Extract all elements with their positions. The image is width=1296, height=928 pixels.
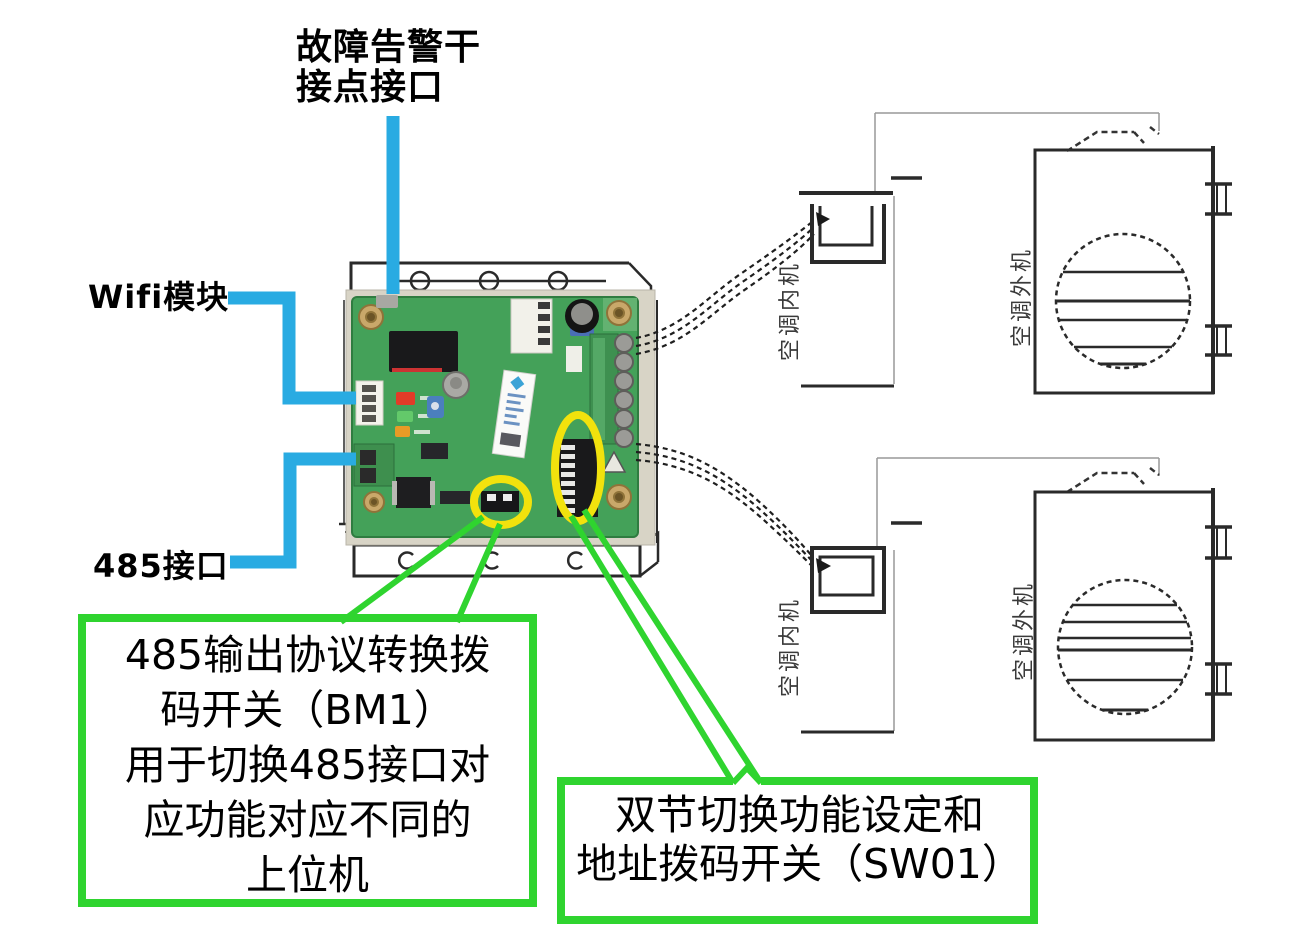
wifi-connector <box>355 380 384 426</box>
bm1-text-line: 码开关（BM1） <box>160 686 455 734</box>
pcb-board <box>345 289 656 546</box>
rs485-leader <box>230 452 356 569</box>
screw-hole-icon <box>567 551 583 570</box>
cable-lower <box>635 442 815 569</box>
silkscreen-mark <box>392 368 442 372</box>
fault-alarm-label-line2: 接点接口 <box>296 67 445 108</box>
led-orange-icon <box>395 426 410 437</box>
label-sticker <box>491 369 537 459</box>
heatsink-component <box>510 298 553 354</box>
rs485-port-label: 485接口 <box>93 547 229 585</box>
outdoor-unit-upper-label: 空调外机 <box>1010 246 1035 347</box>
triangle-mark-icon <box>601 450 627 473</box>
dip-ic-component <box>396 477 431 508</box>
outdoor-unit-upper <box>1033 146 1232 395</box>
sw01-leader-left <box>568 514 736 785</box>
fault-alarm-label-line1: 故障告警干 <box>296 27 482 68</box>
cable-upper <box>635 221 815 356</box>
sw01-text-line: 地址拨码开关（SW01） <box>576 840 1023 888</box>
fault-alarm-label: 故障告警干 接点接口 <box>296 28 481 108</box>
indoor-unit-upper-label: 空调内机 <box>778 260 803 361</box>
capacitor-small-top <box>450 377 462 389</box>
pcb-mount-holes <box>358 300 632 513</box>
sw01-text-line: 双节切换功能设定和 <box>615 791 984 839</box>
relay-component <box>389 331 458 372</box>
pipe-connector-icon <box>1205 525 1232 560</box>
sw01-highlight-ellipse <box>551 411 605 525</box>
dip-switch-bm1 <box>481 491 519 512</box>
silkscreen-mark <box>414 430 430 434</box>
ic-pins <box>430 481 435 505</box>
outdoor-unit-lower-label: 空调外机 <box>1012 580 1037 681</box>
crystal-component <box>376 295 398 308</box>
jumper-header <box>566 346 582 372</box>
fan-grille-icon <box>1056 578 1194 716</box>
terminal-block-2pin <box>353 443 395 487</box>
bm1-text-line: 用于切换485接口对 <box>124 741 491 789</box>
pipe-connector-icon <box>1205 182 1232 216</box>
wifi-leader <box>228 291 356 405</box>
sw01-leader-notch <box>730 763 764 786</box>
trimmer-component <box>427 396 444 418</box>
bm1-text-line: 应功能对应不同的 <box>143 796 472 844</box>
outdoor-unit-lower <box>1033 488 1232 742</box>
fan-grille-icon <box>1054 232 1192 370</box>
chip-component <box>440 491 470 504</box>
pipe-connector-icon <box>1205 662 1232 696</box>
indoor-unit-lower <box>801 457 1160 734</box>
capacitor-component <box>565 299 599 336</box>
green-leader-lines <box>339 508 764 786</box>
wifi-module-label: Wifi模块 <box>88 278 230 316</box>
indoor-unit-lower-label: 空调内机 <box>778 596 803 697</box>
bm1-leader-left <box>339 514 485 625</box>
chip-component <box>421 443 448 459</box>
ic-pins <box>392 481 397 505</box>
bm1-callout-box <box>78 614 537 907</box>
cable-arrow-icon <box>816 212 830 226</box>
terminal-block-6pin <box>589 333 634 448</box>
sw01-callout-text: 双节切换功能设定和 地址拨码开关（SW01） <box>561 791 1038 889</box>
led-red-icon <box>396 392 415 405</box>
cable-arrow-icon <box>816 558 831 573</box>
pipe-connector-icon <box>1205 324 1232 357</box>
bm1-text-line: 上位机 <box>246 851 369 899</box>
sw01-leader-right <box>581 508 764 785</box>
led-green-icon <box>397 411 413 422</box>
indoor-unit-upper <box>799 112 1160 388</box>
blue-leader-lines <box>228 116 400 569</box>
bm1-text-line: 485输出协议转换拨 <box>124 631 491 679</box>
bm1-callout-text: 485输出协议转换拨 码开关（BM1） 用于切换485接口对 应功能对应不同的 … <box>82 628 533 903</box>
sw01-callout-box <box>557 777 1038 924</box>
bm1-leader-right <box>454 522 503 624</box>
silkscreen-mark <box>418 414 434 418</box>
